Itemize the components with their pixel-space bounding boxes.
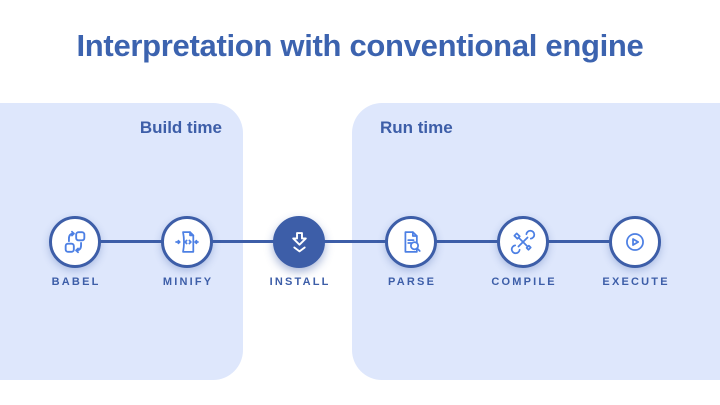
minify-node-label: MINIFY (162, 276, 214, 288)
compile-node-circle (497, 216, 549, 268)
pipeline-node-parse: PARSE (366, 216, 456, 288)
document-search-icon (404, 231, 421, 253)
babel-node-circle (49, 216, 101, 268)
download-icon (291, 231, 307, 252)
page-title: Interpretation with conventional engine (76, 28, 644, 63)
transform-icon (64, 230, 86, 254)
build-time-label: Build time (139, 118, 222, 137)
run-time-label: Run time (380, 118, 453, 137)
pipeline-node-install: INSTALL (254, 216, 344, 288)
play-icon (626, 233, 644, 251)
execute-node-circle (609, 216, 661, 268)
pipeline-connector-line (75, 240, 635, 243)
install-node-circle (273, 216, 325, 268)
minify-node-circle (161, 216, 213, 268)
minify-document-icon (175, 231, 199, 253)
parse-node-label: PARSE (388, 276, 437, 288)
parse-node-circle (385, 216, 437, 268)
install-node-label: INSTALL (269, 276, 331, 288)
execute-node-label: EXECUTE (602, 276, 670, 288)
tools-icon (510, 229, 536, 255)
pipeline-node-babel: BABEL (30, 216, 120, 288)
babel-node-label: BABEL (51, 276, 101, 288)
compile-node-label: COMPILE (491, 276, 557, 288)
pipeline-node-compile: COMPILE (478, 216, 568, 288)
pipeline-node-minify: MINIFY (142, 216, 232, 288)
pipeline-node-execute: EXECUTE (590, 216, 680, 288)
